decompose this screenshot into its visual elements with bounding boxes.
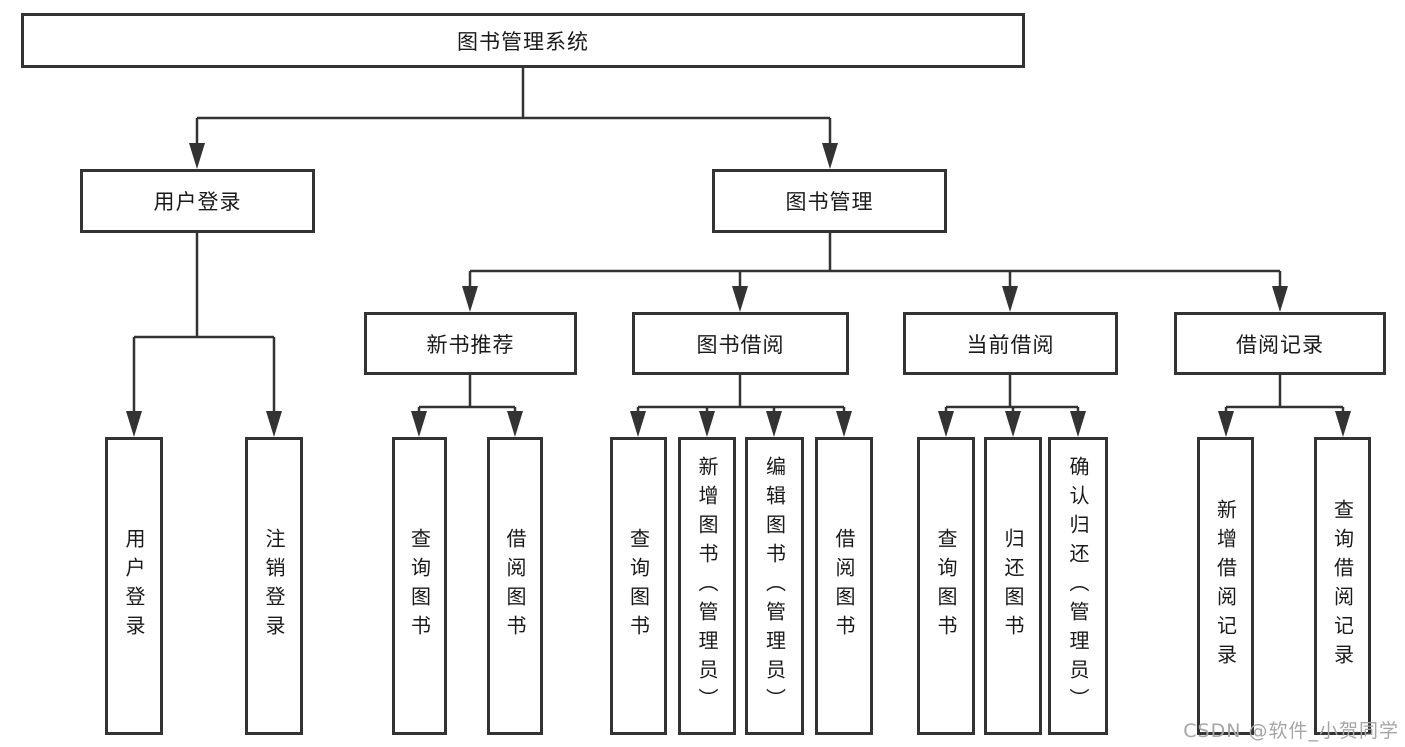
- node-new-book-recommend: 新书推荐: [364, 312, 577, 375]
- node-label: 归还图书: [1001, 528, 1025, 644]
- node-label: 新增图书（管理员）: [695, 455, 719, 717]
- leaf-query-borrow-record: 查询借阅记录: [1314, 437, 1371, 735]
- node-library-management-system: 图书管理系统: [21, 13, 1025, 68]
- arrowheads: [126, 143, 1351, 437]
- node-label: 图书管理系统: [457, 29, 589, 54]
- node-label: 图书借阅: [696, 332, 785, 357]
- csdn-watermark: CSDN @软件_小贺同学: [1183, 720, 1399, 742]
- node-label: 查询图书: [626, 528, 651, 644]
- node-label: 编辑图书（管理员）: [762, 455, 787, 717]
- node-borrow-records: 借阅记录: [1174, 312, 1386, 375]
- leaf-user-login: 用户登录: [105, 437, 163, 735]
- node-label: 当前借阅: [966, 332, 1055, 357]
- node-label: 查询图书: [934, 528, 958, 644]
- leaf-logout: 注销登录: [245, 437, 303, 735]
- leaf-query-books-borrow: 查询图书: [610, 437, 667, 735]
- leaf-add-books-admin: 新增图书（管理员）: [678, 437, 736, 735]
- node-label: 确认归还（管理员）: [1066, 455, 1090, 717]
- node-label: 用户登录: [122, 528, 146, 644]
- leaf-borrow-books-recommend: 借阅图书: [487, 437, 543, 735]
- node-label: 查询图书: [407, 528, 432, 644]
- node-current-borrow: 当前借阅: [903, 312, 1118, 375]
- leaf-confirm-return-admin: 确认归还（管理员）: [1048, 437, 1108, 735]
- node-label: 新书推荐: [426, 332, 515, 357]
- node-label: 图书管理: [785, 190, 874, 214]
- node-user-login: 用户登录: [80, 169, 315, 233]
- node-label: 借阅图书: [832, 528, 856, 644]
- leaf-query-books-current: 查询图书: [917, 437, 975, 735]
- node-book-borrow: 图书借阅: [632, 312, 849, 375]
- node-label: 新增借阅记录: [1213, 499, 1238, 673]
- node-label: 查询借阅记录: [1330, 499, 1355, 673]
- leaf-add-borrow-record: 新增借阅记录: [1197, 437, 1254, 735]
- node-label: 注销登录: [262, 528, 286, 644]
- node-label: 用户登录: [153, 190, 242, 214]
- leaf-borrow-books: 借阅图书: [815, 437, 873, 735]
- node-book-management: 图书管理: [712, 169, 947, 233]
- leaf-edit-books-admin: 编辑图书（管理员）: [745, 437, 804, 735]
- leaf-query-books-recommend: 查询图书: [392, 437, 447, 735]
- leaf-return-books: 归还图书: [984, 437, 1042, 735]
- node-label: 借阅图书: [503, 528, 527, 644]
- node-label: 借阅记录: [1236, 332, 1324, 357]
